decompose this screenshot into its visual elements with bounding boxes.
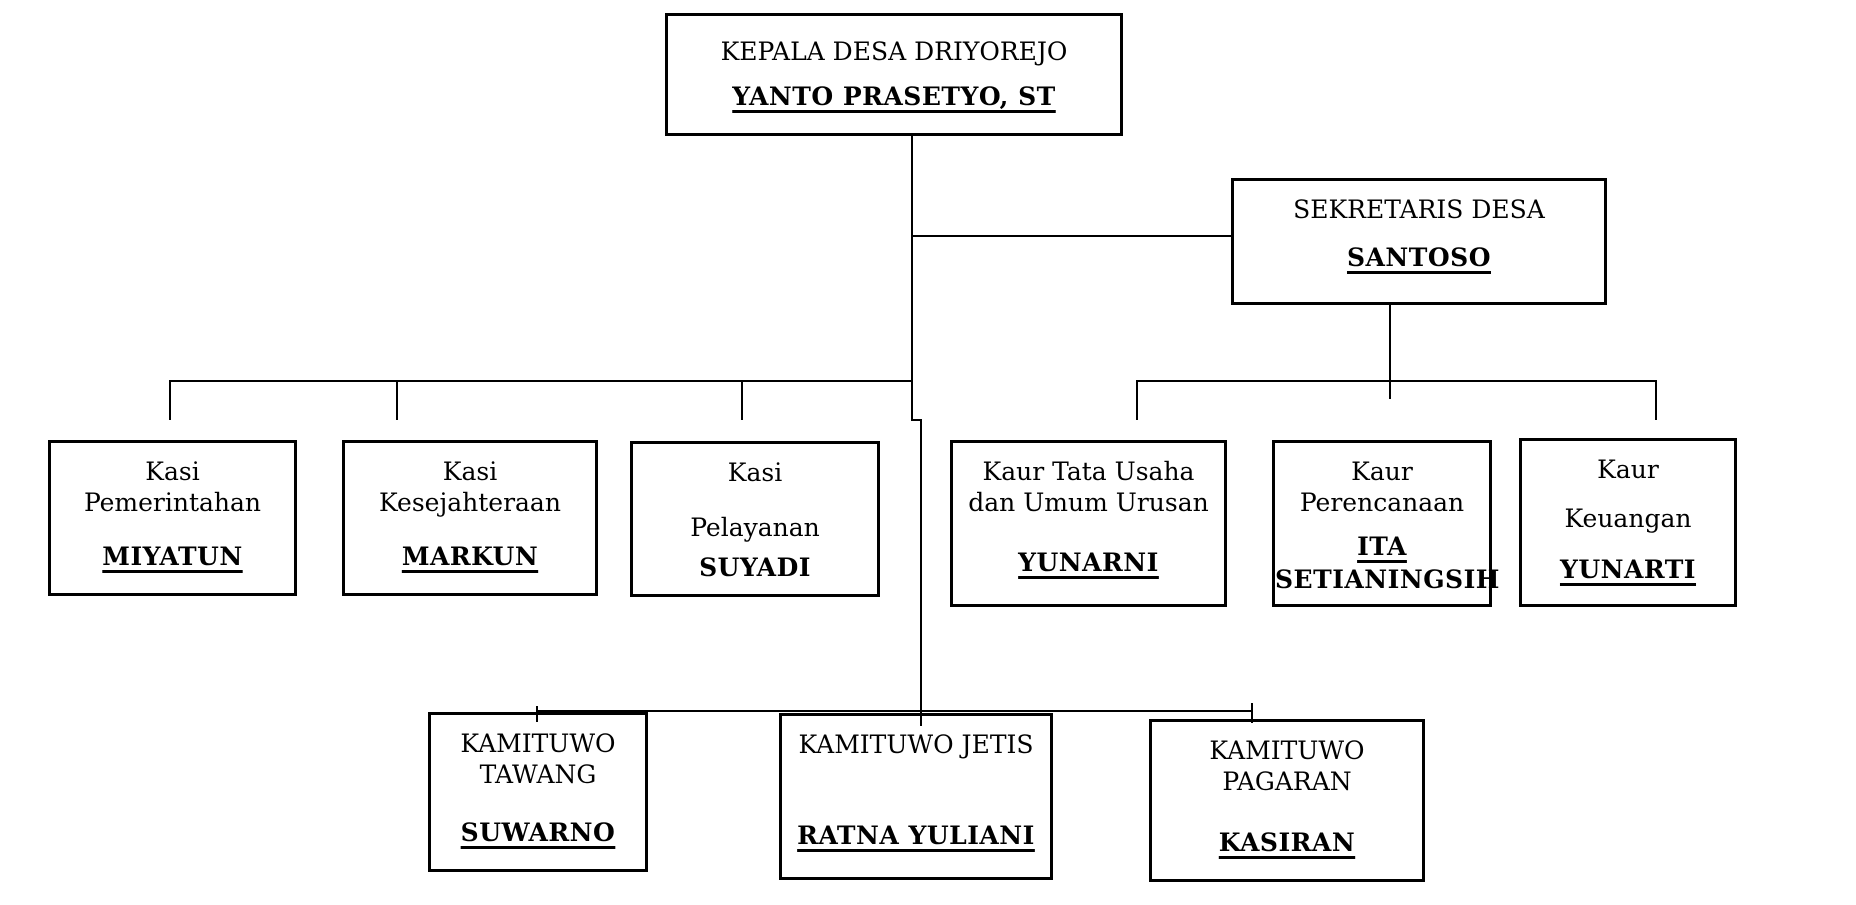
org-node-kasi-pemerintahan: Kasi Pemerintahan MIYATUN — [48, 440, 297, 596]
node-name: MIYATUN — [51, 540, 294, 573]
name-text: SETIANINGSIH — [1275, 565, 1500, 594]
node-name: RATNA YULIANI — [782, 819, 1050, 852]
name-text: YUNARNI — [1018, 548, 1159, 577]
role-text: Pemerintahan — [83, 488, 262, 517]
org-node-kepala-desa: KEPALA DESA DRIYOREJO YANTO PRASETYO, ST — [665, 13, 1123, 136]
connector-trunk-upper — [911, 134, 913, 421]
org-node-kasi-pelayanan: Kasi Pelayanan SUYADI — [630, 441, 880, 597]
role-text: Kesejahteraan — [379, 488, 561, 517]
connector-trunk-lower — [920, 419, 922, 726]
role-text: KAMITUWO JETIS — [798, 730, 1034, 759]
node-name: SANTOSO — [1234, 241, 1604, 274]
node-name: YANTO PRASETYO, ST — [668, 80, 1120, 113]
role-text: PAGARAN — [1222, 767, 1352, 796]
org-node-kaur-keuangan: Kaur Keuangan YUNARTI — [1519, 438, 1737, 607]
node-role: KAMITUWO JETIS — [782, 716, 1050, 760]
node-name: MARKUN — [345, 540, 595, 573]
connector-kasi-row — [169, 380, 913, 382]
node-role: KEPALA DESA DRIYOREJO — [668, 16, 1120, 67]
org-node-sekretaris-desa: SEKRETARIS DESA SANTOSO — [1231, 178, 1607, 305]
connector-kasi-drop-1 — [169, 380, 171, 420]
role-text: SEKRETARIS DESA — [1293, 195, 1545, 224]
node-name: YUNARTI — [1522, 553, 1734, 586]
name-text: ITA — [1357, 532, 1407, 561]
connector-kaur-row — [1136, 380, 1657, 382]
org-node-kasi-kesejahteraan: Kasi Kesejahteraan MARKUN — [342, 440, 598, 596]
node-name: ITA SETIANINGSIH — [1275, 530, 1500, 596]
role-text: Perencanaan — [1299, 488, 1465, 517]
role-text: Kasi — [145, 457, 200, 486]
node-role: KAMITUWO TAWANG — [431, 715, 645, 790]
connector-sekretaris-drop — [1389, 305, 1391, 399]
connector-kamituwo-tick-right — [1251, 703, 1253, 723]
node-name: YUNARNI — [953, 546, 1224, 579]
node-role: Kasi Pelayanan — [633, 444, 877, 543]
role-text: Kaur Tata Usaha — [982, 457, 1195, 486]
node-name: SUWARNO — [431, 816, 645, 849]
connector-kamituwo-row — [536, 710, 1253, 712]
connector-trunk-jog — [911, 419, 922, 421]
org-node-kaur-perencanaan: Kaur Perencanaan ITA SETIANINGSIH — [1272, 440, 1500, 607]
name-text: KASIRAN — [1218, 828, 1356, 857]
role-text: Kaur — [1351, 457, 1413, 486]
role-text: Kasi — [442, 457, 498, 486]
role-text: Keuangan — [1564, 504, 1692, 533]
node-role: Kasi Pemerintahan — [51, 443, 294, 518]
org-node-kamituwo-pagaran: KAMITUWO PAGARAN KASIRAN — [1149, 719, 1425, 882]
node-role: Kaur Perencanaan — [1275, 443, 1489, 518]
connector-kaur-drop-left — [1136, 380, 1138, 420]
role-text: KAMITUWO — [1209, 736, 1365, 765]
name-text: MARKUN — [401, 542, 539, 571]
node-name: KASIRAN — [1152, 826, 1422, 859]
node-role: SEKRETARIS DESA — [1234, 181, 1604, 225]
role-text: TAWANG — [479, 760, 597, 789]
connector-kasi-drop-2 — [396, 380, 398, 420]
name-text: SUWARNO — [460, 818, 616, 847]
connector-branch-sekretaris — [911, 235, 1231, 237]
node-name: SUYADI — [633, 551, 877, 584]
role-text: Pelayanan — [690, 513, 820, 542]
org-node-kamituwo-tawang: KAMITUWO TAWANG SUWARNO — [428, 712, 648, 872]
node-role: Kaur Tata Usaha dan Umum Urusan — [953, 443, 1224, 518]
role-text: KEPALA DESA DRIYOREJO — [720, 37, 1068, 66]
node-role: Kaur Keuangan — [1522, 441, 1734, 534]
connector-kamituwo-tick-left — [536, 706, 538, 722]
name-text: SANTOSO — [1346, 243, 1491, 272]
role-text: Kasi — [727, 458, 783, 487]
connector-kasi-drop-3 — [741, 380, 743, 420]
org-node-kamituwo-jetis: KAMITUWO JETIS RATNA YULIANI — [779, 713, 1053, 880]
role-text: Kaur — [1597, 455, 1659, 484]
role-text: KAMITUWO — [460, 729, 616, 758]
name-text: RATNA YULIANI — [797, 821, 1035, 850]
node-role: KAMITUWO PAGARAN — [1152, 722, 1422, 797]
role-text: dan Umum Urusan — [968, 488, 1209, 517]
name-text: SUYADI — [699, 553, 811, 582]
node-role: Kasi Kesejahteraan — [345, 443, 595, 518]
org-node-kaur-tata-usaha: Kaur Tata Usaha dan Umum Urusan YUNARNI — [950, 440, 1227, 607]
connector-kaur-drop-right — [1655, 380, 1657, 420]
name-text: MIYATUN — [102, 542, 243, 571]
name-text: YANTO PRASETYO, ST — [732, 82, 1056, 111]
name-text: YUNARTI — [1559, 555, 1697, 584]
